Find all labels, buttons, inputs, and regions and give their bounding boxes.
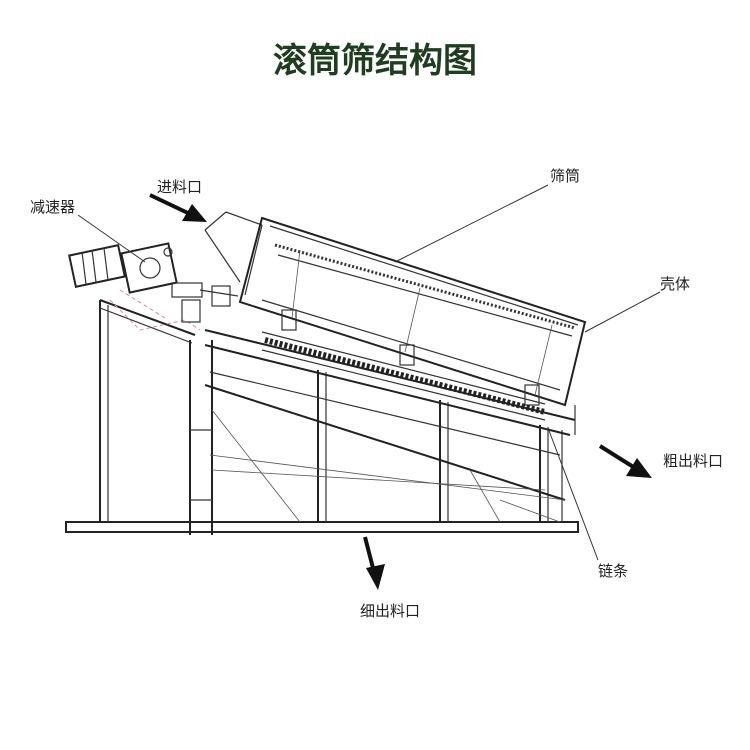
leader-screen-drum [394, 184, 549, 263]
feed-arrow-icon [149, 193, 207, 222]
diagram-title: 滚筒筛结构图 [273, 41, 477, 81]
leader-reducer [77, 214, 146, 263]
label-fine-outlet: 细出料口 [360, 602, 420, 620]
fine-outlet-arrow-icon [363, 536, 385, 590]
label-coarse-outlet: 粗出料口 [663, 452, 723, 470]
reducer-motor-assembly [68, 242, 239, 331]
label-reducer: 减速器 [30, 198, 75, 216]
leader-housing [584, 291, 661, 333]
leader-chain [547, 427, 599, 561]
coarse-outlet-arrow-icon [598, 444, 652, 478]
housing-shell [204, 216, 587, 436]
base-frame [65, 299, 579, 535]
feed-chute [204, 211, 263, 296]
chain [261, 331, 546, 421]
screen-drum [261, 243, 576, 406]
label-feed-inlet: 进料口 [157, 178, 202, 196]
label-screen-drum: 筛筒 [550, 167, 580, 185]
label-chain: 链条 [598, 562, 628, 580]
label-housing: 壳体 [660, 275, 690, 293]
